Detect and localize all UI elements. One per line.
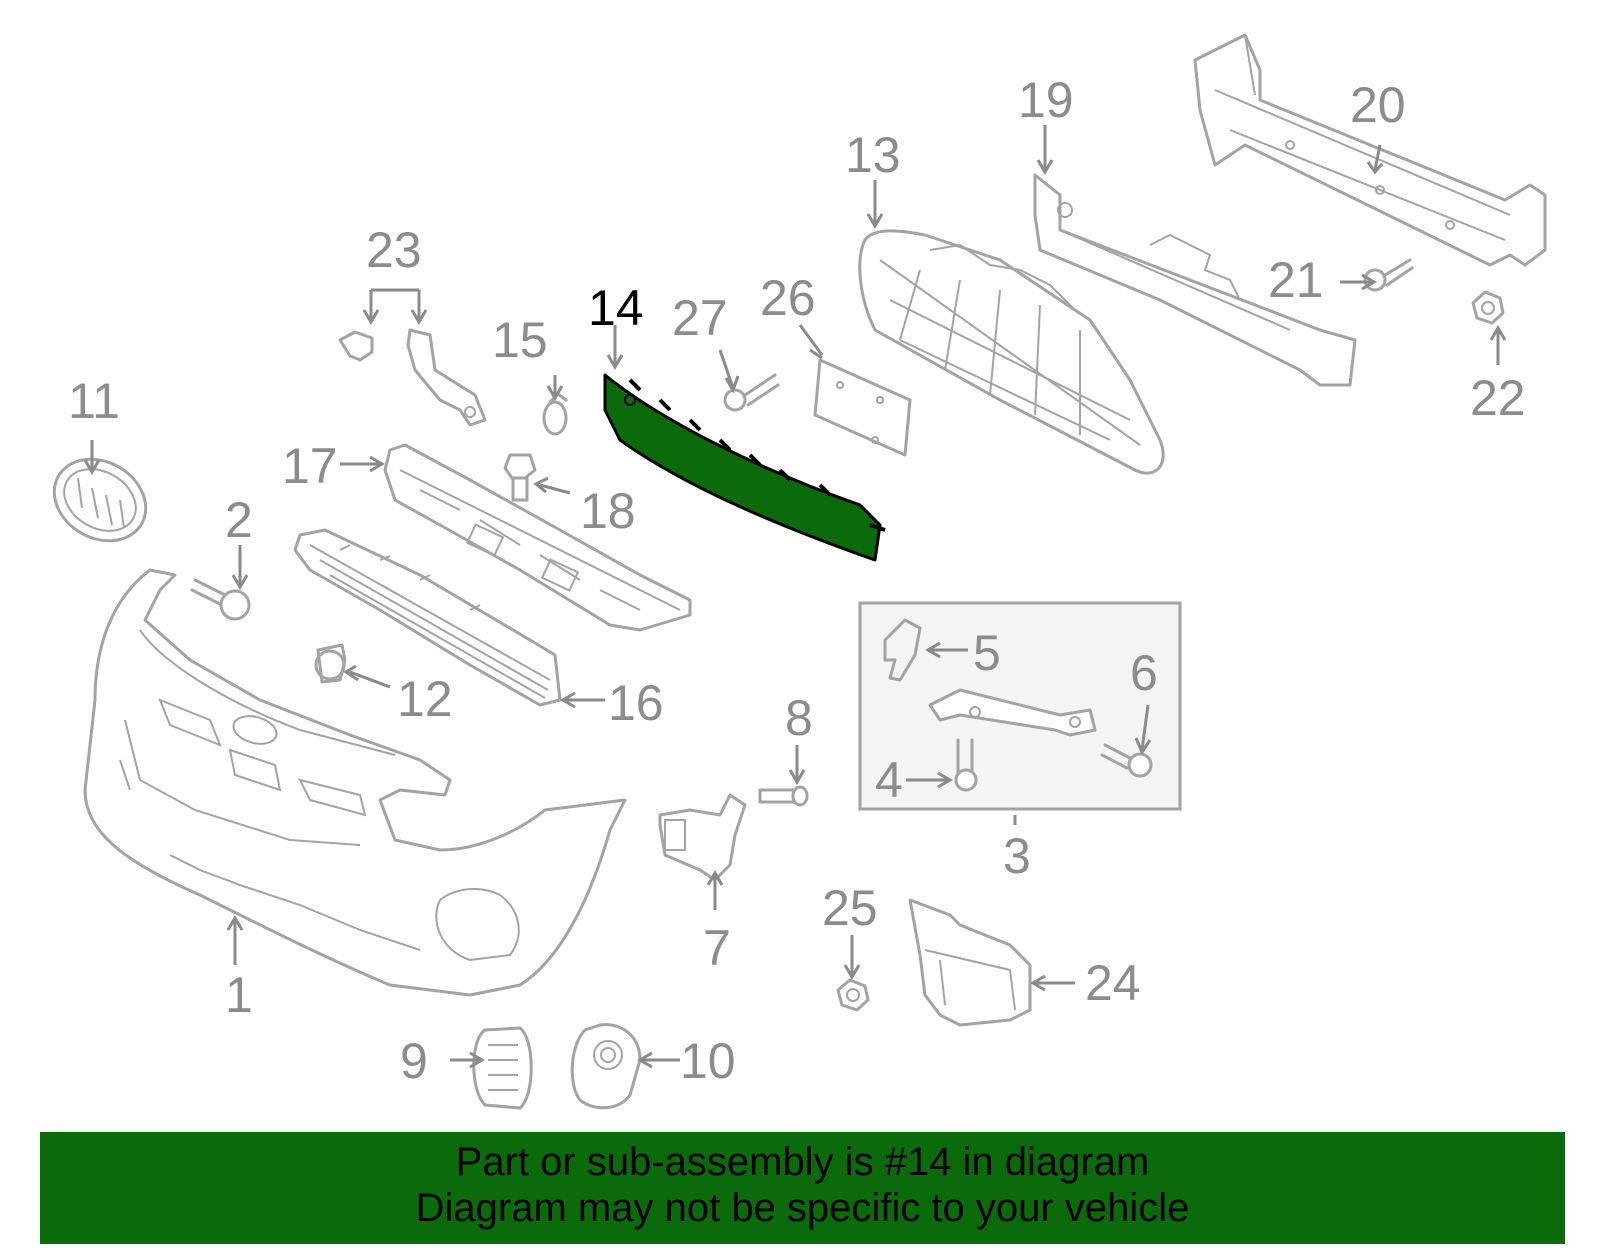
- callout-10: 10: [680, 1033, 736, 1089]
- callout-7: 7: [703, 920, 731, 976]
- part-18-bolt: [503, 453, 537, 502]
- banner-disclaimer: Diagram may not be specific to your vehi…: [415, 1186, 1190, 1230]
- callout-8: 8: [785, 690, 813, 746]
- part-17-upper-insert: [383, 443, 692, 632]
- part-7-bracket: [658, 793, 747, 882]
- callout-6: 6: [1130, 645, 1158, 701]
- part-19-energy-absorber: [1033, 173, 1357, 387]
- callout-21: 21: [1268, 252, 1324, 308]
- part-9-vent: [472, 1026, 533, 1110]
- part-16-lower-grille: [293, 528, 562, 707]
- callout-5: 5: [973, 625, 1001, 681]
- callout-25: 25: [822, 880, 878, 936]
- callout-18: 18: [580, 483, 636, 539]
- callout-24: 24: [1085, 955, 1141, 1011]
- callout-26: 26: [760, 270, 816, 326]
- callout-15: 15: [492, 312, 548, 368]
- callout-9: 9: [400, 1033, 428, 1089]
- part-12-clip: [314, 643, 347, 684]
- part-20-bumper-reinforcement: [1193, 33, 1547, 267]
- part-24-sensor-module: [908, 898, 1032, 1027]
- part-14-highlighted-molding: [603, 373, 886, 562]
- callout-labels: 20 19 13 21 22 26 27 14 23 15 11 17 18 2…: [68, 72, 1526, 1089]
- part-2-bolt: [190, 578, 251, 621]
- callout-23: 23: [366, 222, 422, 278]
- notice-banner: Part or sub-assembly is #14 in diagram D…: [40, 1132, 1565, 1244]
- part-8-pin: [758, 785, 809, 807]
- callout-22: 22: [1470, 370, 1526, 426]
- callout-1: 1: [225, 967, 253, 1023]
- callout-20: 20: [1350, 77, 1406, 133]
- banner-part-notice: Part or sub-assembly is #14 in diagram: [455, 1140, 1150, 1184]
- part-26-license-plate-bracket: [813, 358, 912, 457]
- part-23-brackets: [338, 328, 487, 427]
- part-25-nut: [836, 978, 870, 1012]
- callout-3: 3: [1003, 828, 1031, 884]
- callout-27: 27: [672, 290, 728, 346]
- callout-13: 13: [845, 127, 901, 183]
- part-10-fog-lamp: [570, 1023, 642, 1110]
- part-1-bumper-cover: [83, 568, 627, 997]
- callout-11: 11: [68, 373, 120, 429]
- leader-lines: [83, 125, 1507, 1069]
- part-11-kia-emblem: [52, 457, 148, 543]
- callout-16: 16: [608, 675, 664, 731]
- part-3-inset-box: [858, 601, 1182, 811]
- part-21-bolt: [1363, 258, 1414, 292]
- callout-17: 17: [282, 438, 338, 494]
- callout-12: 12: [397, 671, 453, 727]
- part-13-radiator-grille: [858, 229, 1165, 475]
- callout-14: 14: [588, 280, 644, 336]
- callout-19: 19: [1018, 72, 1074, 128]
- part-22-nut: [1471, 290, 1505, 325]
- callout-2: 2: [225, 492, 253, 548]
- callout-4: 4: [875, 752, 903, 808]
- part-27-bolt: [723, 373, 780, 412]
